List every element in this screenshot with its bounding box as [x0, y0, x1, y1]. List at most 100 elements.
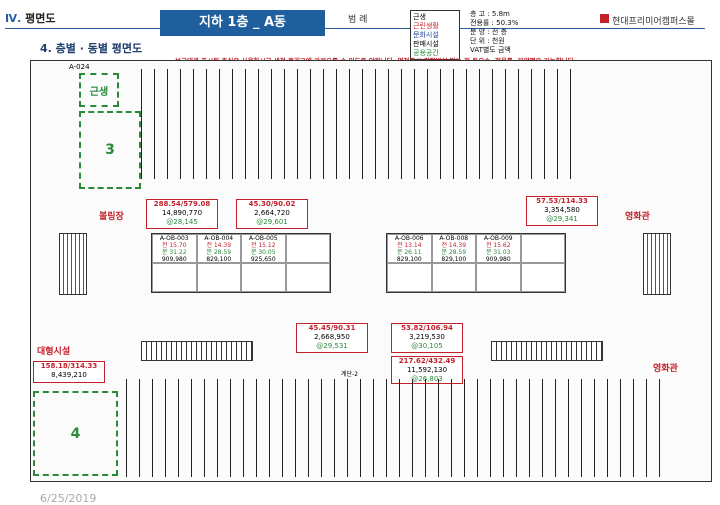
unit	[295, 379, 308, 477]
callout-area: 57.53/114.33	[536, 197, 588, 205]
label-large-facility: 대형시설	[37, 347, 71, 357]
block-cell	[152, 263, 197, 292]
unit	[126, 379, 139, 477]
unit	[399, 379, 412, 477]
page-subtitle: 4. 층별 · 동별 평면도	[40, 42, 143, 55]
callout: 57.53/114.33 3,354,580 @29,341	[526, 196, 598, 226]
space-4: 4	[33, 391, 118, 476]
unit	[271, 69, 284, 179]
block-cell	[285, 234, 330, 263]
unit	[388, 69, 401, 179]
spec-item: 층 고 : 5.8m	[470, 10, 510, 18]
block-cell	[387, 263, 432, 292]
unit	[518, 69, 531, 179]
unit	[425, 379, 438, 477]
bottom-unit-row	[126, 379, 672, 477]
block-cell	[520, 263, 565, 292]
callout: 45.45/90.31 2,668,950 @29,531	[296, 323, 368, 353]
page-title: 지하 1층 _ A동	[160, 10, 325, 36]
unit	[620, 379, 633, 477]
legend-box: 근생 근린생활 문화시설 판매시설 공용공간	[410, 10, 460, 60]
stairs-left	[59, 233, 87, 295]
unit	[321, 379, 334, 477]
unit	[570, 69, 583, 179]
legend-item: 공용공간	[413, 49, 439, 57]
unit	[297, 69, 310, 179]
unit	[193, 69, 206, 179]
callout-unit: @26,803	[411, 375, 443, 383]
unit	[490, 379, 503, 477]
unit	[659, 379, 672, 477]
unit	[401, 69, 414, 179]
unit	[464, 379, 477, 477]
unit	[594, 379, 607, 477]
block-cell	[241, 263, 286, 292]
block-cell	[196, 263, 241, 292]
unit	[139, 379, 152, 477]
callout-price: 2,664,720	[254, 209, 290, 217]
floor-plan: A-024 근생 3 볼링장 영화관 288.54/579.08 14,890,…	[30, 60, 712, 482]
spec-item: 전용률 : 50.3%	[470, 19, 519, 27]
unit	[557, 69, 570, 179]
unit	[256, 379, 269, 477]
unit	[427, 69, 440, 179]
unit	[308, 379, 321, 477]
unit	[154, 69, 167, 179]
unit	[245, 69, 258, 179]
unit	[412, 379, 425, 477]
unit	[323, 69, 336, 179]
section-name: 평면도	[25, 12, 56, 25]
space-3: 3	[79, 111, 141, 189]
callout-area: 45.45/90.31	[308, 324, 356, 332]
unit	[438, 379, 451, 477]
unit	[349, 69, 362, 179]
label-cinema-bottom: 영화관	[653, 364, 678, 374]
unit	[516, 379, 529, 477]
unit	[633, 379, 646, 477]
unit	[375, 69, 388, 179]
unit	[206, 69, 219, 179]
unit	[167, 69, 180, 179]
unit	[334, 379, 347, 477]
label-bowling: 볼링장	[99, 212, 124, 222]
unit	[141, 69, 154, 179]
unit	[347, 379, 360, 477]
legend-item: 근생	[413, 13, 426, 21]
brand-logo-icon	[600, 14, 609, 23]
callout: 158.18/314.33 8,439,210	[33, 361, 105, 383]
unit	[386, 379, 399, 477]
callout: 45.30/90.02 2,664,720 @29,601	[236, 199, 308, 229]
unit	[451, 379, 464, 477]
stair-label: 계단-2	[341, 371, 359, 378]
spec-box: 층 고 : 5.8m 전용률 : 50.3% 분 양 : 전 층 단 위 : 천…	[470, 10, 545, 54]
callout-price: 11,592,130	[406, 366, 448, 374]
unit	[544, 69, 557, 179]
legend-item: 근린생활	[413, 22, 439, 30]
unit	[152, 379, 165, 477]
callout-unit: @29,601	[256, 218, 288, 226]
callout-area: 45.30/90.02	[248, 200, 296, 208]
spec-item: 분 양 : 전 층	[470, 28, 508, 36]
unit	[360, 379, 373, 477]
unit	[466, 69, 479, 179]
unit	[243, 379, 256, 477]
unit	[204, 379, 217, 477]
block-cell	[431, 263, 476, 292]
callout-unit: @30,105	[411, 342, 443, 350]
legend-label: 범 례	[348, 15, 368, 25]
unit	[477, 379, 490, 477]
unit	[531, 69, 544, 179]
unit	[310, 69, 323, 179]
unit	[217, 379, 230, 477]
spec-item: 단 위 : 천원	[470, 37, 505, 45]
unit	[230, 379, 243, 477]
spec-item: VAT별도 금액	[470, 46, 511, 54]
callout-area: 288.54/579.08	[153, 200, 211, 208]
top-unit-row	[141, 69, 583, 179]
block-cell	[520, 234, 565, 263]
unit	[232, 69, 245, 179]
